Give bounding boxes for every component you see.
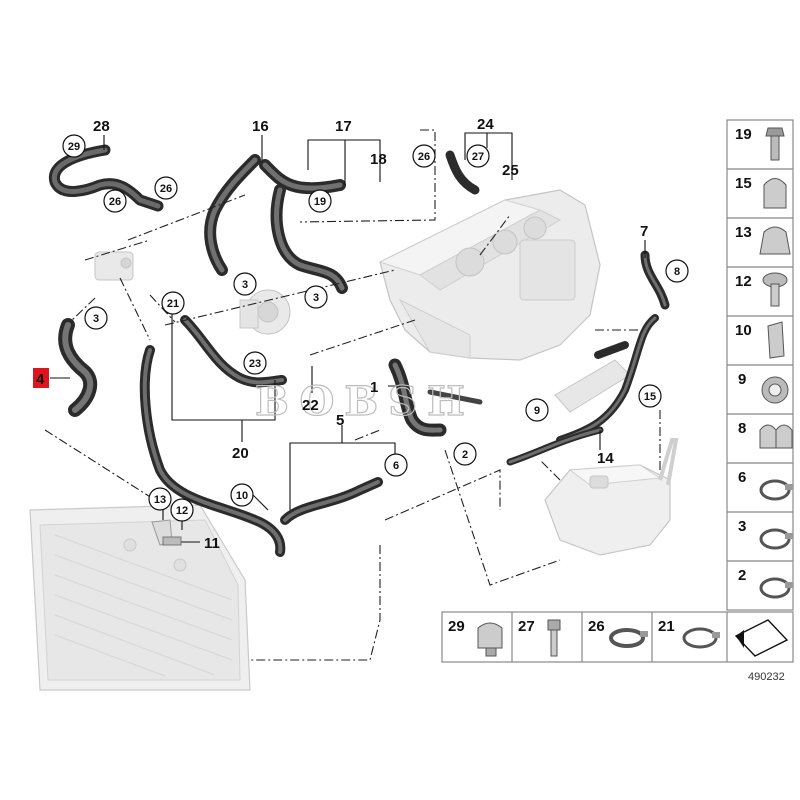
circled-26-c: 26 <box>412 144 436 168</box>
svg-text:2: 2 <box>462 449 468 461</box>
circled-9: 9 <box>525 398 549 422</box>
legend-29: 29 <box>448 618 465 635</box>
highlight-box <box>33 368 49 388</box>
hose-clip-icon <box>477 622 503 657</box>
legend-12: 12 <box>735 273 752 290</box>
circled-12: 12 <box>170 498 194 522</box>
label-11: 11 <box>204 535 220 552</box>
circled-29: 29 <box>62 134 86 158</box>
figure-id: 490232 <box>748 671 785 683</box>
circled-27: 27 <box>466 144 490 168</box>
bracket-11 <box>151 519 182 546</box>
circled-13: 13 <box>148 487 172 511</box>
plain-labels: 28 16 17 18 24 25 7 4 1 5 20 22 14 11 <box>33 116 648 552</box>
hose-clamp-icon <box>759 577 793 599</box>
circled-21: 21 <box>161 291 185 315</box>
svg-text:15: 15 <box>644 391 656 403</box>
label-17: 17 <box>335 118 352 135</box>
svg-text:21: 21 <box>167 298 179 310</box>
legend-15: 15 <box>735 175 752 192</box>
svg-text:8: 8 <box>674 266 680 278</box>
label-20: 20 <box>232 445 249 462</box>
label-7: 7 <box>640 223 648 240</box>
label-22: 22 <box>302 397 319 414</box>
svg-text:3: 3 <box>313 292 319 304</box>
circled-23: 23 <box>243 351 267 375</box>
leader-lines <box>50 132 646 543</box>
screw-icon <box>762 272 788 307</box>
svg-text:13: 13 <box>154 494 166 506</box>
legend-6: 6 <box>738 469 746 486</box>
svg-text:26: 26 <box>109 196 121 208</box>
circled-3-b: 3 <box>304 285 328 309</box>
coolant-hoses <box>48 144 670 557</box>
svg-text:3: 3 <box>93 313 99 325</box>
svg-text:23: 23 <box>249 358 261 370</box>
circled-26-a: 26 <box>154 176 178 200</box>
double-clip-icon <box>759 424 793 449</box>
label-25: 25 <box>502 162 519 179</box>
hose-clamp-icon <box>682 627 720 649</box>
assembly-lines <box>44 129 661 661</box>
circled-15: 15 <box>638 384 662 408</box>
circled-19: 19 <box>308 189 332 213</box>
svg-text:19: 19 <box>314 196 326 208</box>
legend-21: 21 <box>658 618 675 635</box>
legend-19: 19 <box>735 126 752 143</box>
svg-text:9: 9 <box>534 405 540 417</box>
svg-text:12: 12 <box>176 505 188 517</box>
legend-10: 10 <box>735 322 752 339</box>
circled-labels: 29 26 26 19 26 27 8 3 3 3 21 23 9 15 2 6… <box>62 134 689 522</box>
bottom-legend: 29 27 26 21 <box>441 611 794 663</box>
svg-text:10: 10 <box>236 490 248 502</box>
bolt-icon <box>765 127 785 161</box>
circled-26-b: 26 <box>103 189 127 213</box>
circled-3-a: 3 <box>233 272 257 296</box>
arrow-icon <box>734 619 789 657</box>
bracket-icon <box>767 321 785 359</box>
label-18: 18 <box>370 151 387 168</box>
legend-8: 8 <box>738 420 746 437</box>
hose-clamp-icon <box>759 528 793 550</box>
hose-clamp-icon <box>609 628 648 648</box>
radiator <box>29 504 251 691</box>
circled-6: 6 <box>384 453 408 477</box>
hose-clamp-icon <box>759 479 793 501</box>
label-14: 14 <box>597 450 614 467</box>
circled-2: 2 <box>453 442 477 466</box>
legend-9: 9 <box>738 371 746 388</box>
thermostat-housing <box>94 251 134 281</box>
watermark: BOBSH <box>255 378 475 425</box>
legend-26: 26 <box>588 618 605 635</box>
circled-8: 8 <box>665 259 689 283</box>
label-4-highlighted: 4 <box>36 371 45 388</box>
engine-block <box>378 189 601 361</box>
label-24: 24 <box>477 116 494 133</box>
svg-text:26: 26 <box>160 183 172 195</box>
clamp-clip-icon <box>759 226 791 255</box>
legend-2: 2 <box>738 567 746 584</box>
svg-text:29: 29 <box>68 141 80 153</box>
svg-text:26: 26 <box>418 151 430 163</box>
circled-3-c: 3 <box>84 306 108 330</box>
label-5: 5 <box>336 412 344 429</box>
legend-27: 27 <box>518 618 535 635</box>
label-1: 1 <box>370 379 378 396</box>
svg-text:3: 3 <box>242 279 248 291</box>
connector-icon <box>761 376 789 404</box>
circled-10: 10 <box>230 483 254 507</box>
water-pump <box>239 289 291 335</box>
svg-text:27: 27 <box>472 151 484 163</box>
label-16: 16 <box>252 118 269 135</box>
svg-text:6: 6 <box>393 460 399 472</box>
label-28: 28 <box>93 118 110 135</box>
legend-13: 13 <box>735 224 752 241</box>
bolt-icon <box>547 619 561 657</box>
side-legend: 19 15 13 12 10 9 8 6 3 2 <box>726 119 794 611</box>
clip-icon <box>763 178 787 209</box>
expansion-tank <box>544 438 679 556</box>
legend-3: 3 <box>738 518 746 535</box>
